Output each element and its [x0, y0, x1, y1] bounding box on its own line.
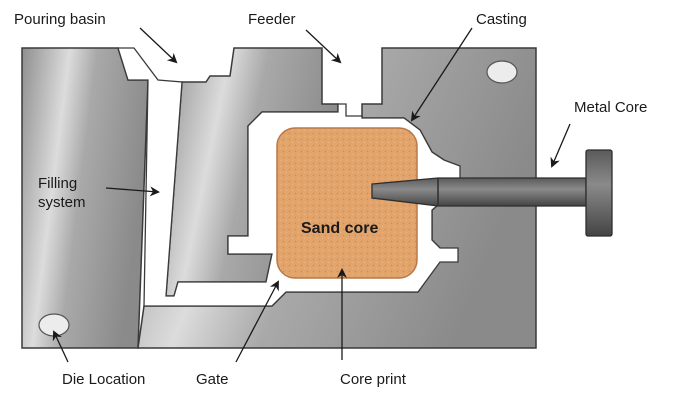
sand-core	[276, 127, 418, 279]
metal-core-head	[585, 149, 613, 237]
label-core-print: Core print	[340, 371, 407, 388]
label-die-location: Die Location	[62, 371, 145, 388]
arrow-head-icon	[139, 27, 178, 64]
arrow-head-icon	[305, 29, 342, 64]
arrow-head-icon	[105, 186, 160, 197]
arrow-head-icon	[410, 27, 473, 122]
label-gate: Gate	[196, 371, 229, 388]
label-pouring-basin: Pouring basin	[14, 11, 106, 28]
metal-core-shaft	[371, 177, 587, 207]
arrow-head-icon	[235, 280, 279, 363]
arrow-head-icon	[550, 123, 571, 168]
arrow-head-icon	[52, 330, 69, 363]
label-sand-core: Sand core	[301, 220, 378, 237]
label-filling-system-line1: Filling	[38, 175, 77, 192]
label-filling-system-line2: system	[38, 194, 86, 211]
label-metal-core: Metal Core	[574, 99, 647, 116]
die-hole-icon	[486, 60, 518, 84]
label-feeder: Feeder	[248, 11, 296, 28]
label-casting: Casting	[476, 11, 527, 28]
